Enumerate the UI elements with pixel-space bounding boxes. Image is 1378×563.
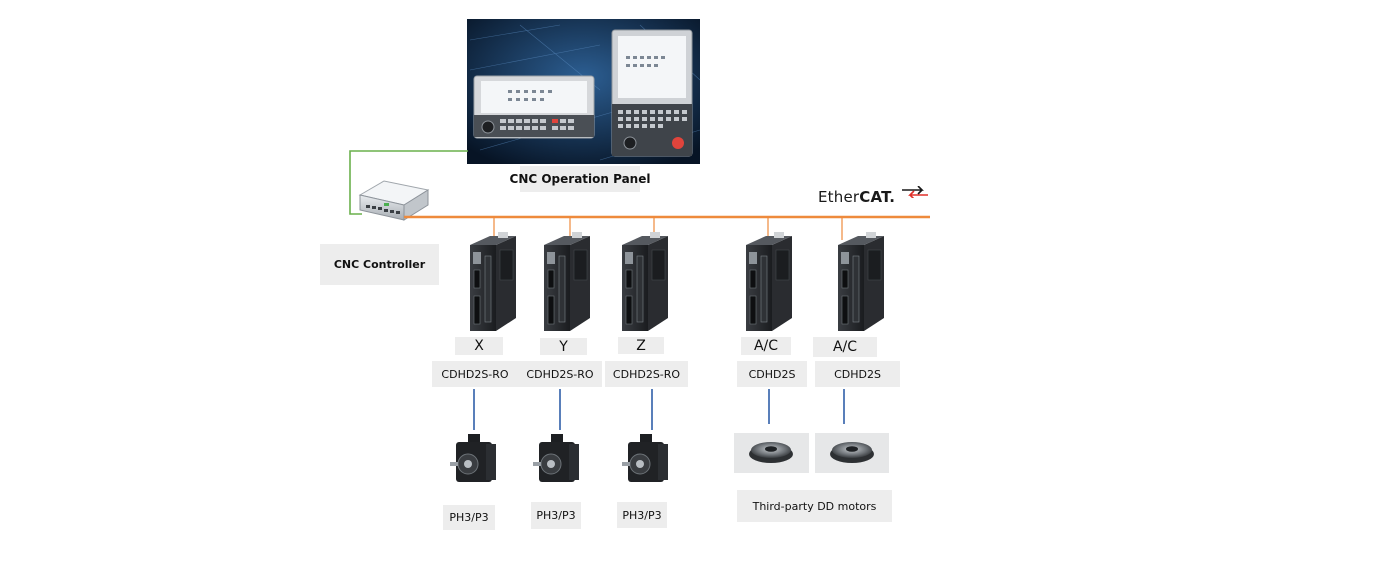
dd-motors-images xyxy=(734,433,889,473)
drive-axis-label: A/C xyxy=(813,337,877,357)
cnc-operation-panel-label: CNC Operation Panel xyxy=(510,166,650,192)
servo-motors xyxy=(450,434,668,482)
servo-motor-image xyxy=(533,434,579,482)
ethercat-logo-bold: CAT. xyxy=(859,188,896,206)
panel-controller-link xyxy=(349,150,468,215)
ethercat-logo: EtherCAT. xyxy=(818,186,928,206)
dd-motors-label: Third-party DD motors xyxy=(737,490,892,522)
motor-model-label: PH3/P3 xyxy=(531,502,581,529)
drive-model-label: CDHD2S-RO xyxy=(432,361,518,387)
servo-drive-image xyxy=(622,232,668,331)
servo-motor-image xyxy=(622,434,668,482)
drive-model-label: CDHD2S xyxy=(737,361,807,387)
cnc-controller-label: CNC Controller xyxy=(320,244,439,285)
drive-axis-label: Z xyxy=(618,337,664,354)
drive-axis-label: X xyxy=(455,337,503,355)
motor-model-label: PH3/P3 xyxy=(617,502,667,528)
motor-model-label: PH3/P3 xyxy=(443,505,495,530)
servo-motor-image xyxy=(450,434,496,482)
servo-drives xyxy=(470,232,884,331)
ethercat-logo-prefix: Ether xyxy=(818,188,860,206)
servo-drive-image xyxy=(746,232,792,331)
servo-drive-image xyxy=(838,232,884,331)
servo-drive-image xyxy=(544,232,590,331)
drive-axis-label: A/C xyxy=(741,337,791,355)
drive-model-label: CDHD2S xyxy=(815,361,900,387)
drive-model-label: CDHD2S-RO xyxy=(518,361,602,387)
cnc-controller-image xyxy=(358,180,430,221)
cnc-operation-panel-image xyxy=(467,19,701,164)
ethercat-arrows-icon xyxy=(902,186,928,198)
drive-axis-label: Y xyxy=(540,338,587,355)
servo-drive-image xyxy=(470,232,516,331)
drive-model-label: CDHD2S-RO xyxy=(605,361,688,387)
